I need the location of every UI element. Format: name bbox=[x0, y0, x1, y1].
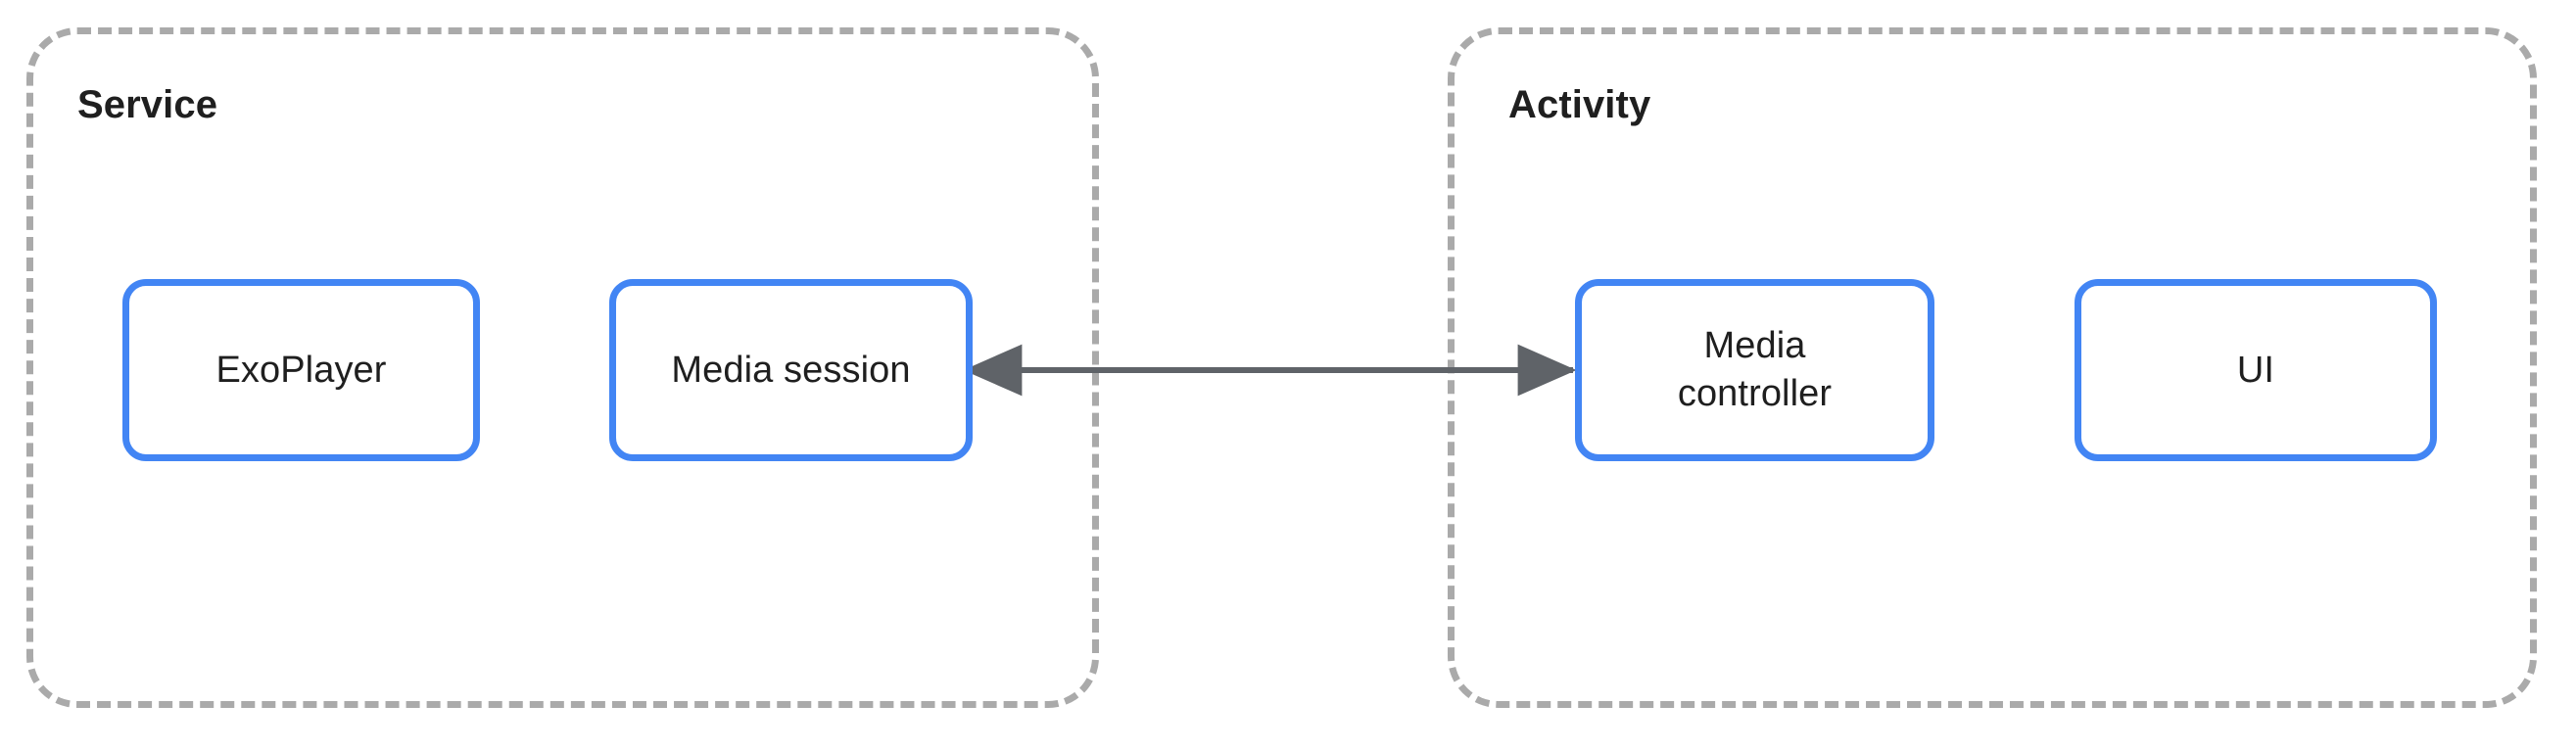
node-label-ui: UI bbox=[2236, 349, 2275, 391]
node-media-controller[interactable]: Media controller bbox=[1575, 279, 1934, 461]
node-exoplayer[interactable]: ExoPlayer bbox=[122, 279, 480, 461]
node-label-exoplayer: ExoPlayer bbox=[215, 349, 387, 391]
node-label-media-controller: Media controller bbox=[1677, 325, 1833, 414]
group-title-service: Service bbox=[77, 83, 218, 126]
node-ui[interactable]: UI bbox=[2075, 279, 2437, 461]
node-media-session[interactable]: Media session bbox=[609, 279, 973, 461]
group-title-activity: Activity bbox=[1508, 83, 1651, 126]
node-label-media-session: Media session bbox=[671, 349, 911, 391]
